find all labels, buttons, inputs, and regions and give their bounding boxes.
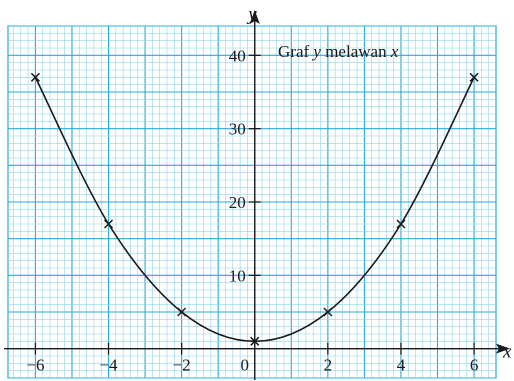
- x-tick-label: −2: [173, 356, 191, 375]
- x-tick-label: −4: [99, 356, 118, 375]
- y-axis-label: y: [246, 4, 257, 25]
- x-tick-label: 0: [240, 356, 249, 375]
- data-point-marker: [396, 219, 406, 229]
- data-point-marker: [469, 72, 479, 82]
- chart-title: Graf y melawan x: [278, 42, 399, 61]
- data-point-marker: [103, 219, 114, 229]
- x-axis-arrow: [496, 343, 510, 354]
- marker-stroke: [103, 219, 114, 229]
- data-point-marker: [323, 307, 333, 317]
- x-axis-label: x: [502, 342, 512, 363]
- x-tick-label: 2: [324, 356, 333, 375]
- markers-layer: [30, 72, 479, 346]
- data-point-marker: [177, 307, 187, 317]
- data-point-marker: [250, 336, 260, 346]
- y-tick-label: 10: [229, 266, 246, 285]
- data-point-marker: [30, 72, 40, 82]
- x-tick-label: 4: [397, 356, 406, 375]
- x-tick-label: 6: [470, 356, 479, 375]
- x-tick-label: −6: [26, 356, 44, 375]
- marker-stroke: [396, 219, 406, 229]
- y-tick-label: 30: [229, 120, 246, 139]
- marker-stroke: [30, 72, 40, 82]
- y-axis-arrow: [249, 10, 260, 24]
- marker-stroke: [177, 307, 187, 317]
- labels-layer: −6 −4 −2 0 2 4 6 10 20 30 40 x y: [26, 4, 512, 375]
- marker-stroke: [323, 307, 333, 317]
- marker-stroke: [250, 336, 260, 346]
- y-tick-label: 40: [229, 46, 246, 65]
- axes-layer: [4, 10, 510, 380]
- y-tick-label: 20: [229, 193, 246, 212]
- marker-stroke: [469, 72, 479, 82]
